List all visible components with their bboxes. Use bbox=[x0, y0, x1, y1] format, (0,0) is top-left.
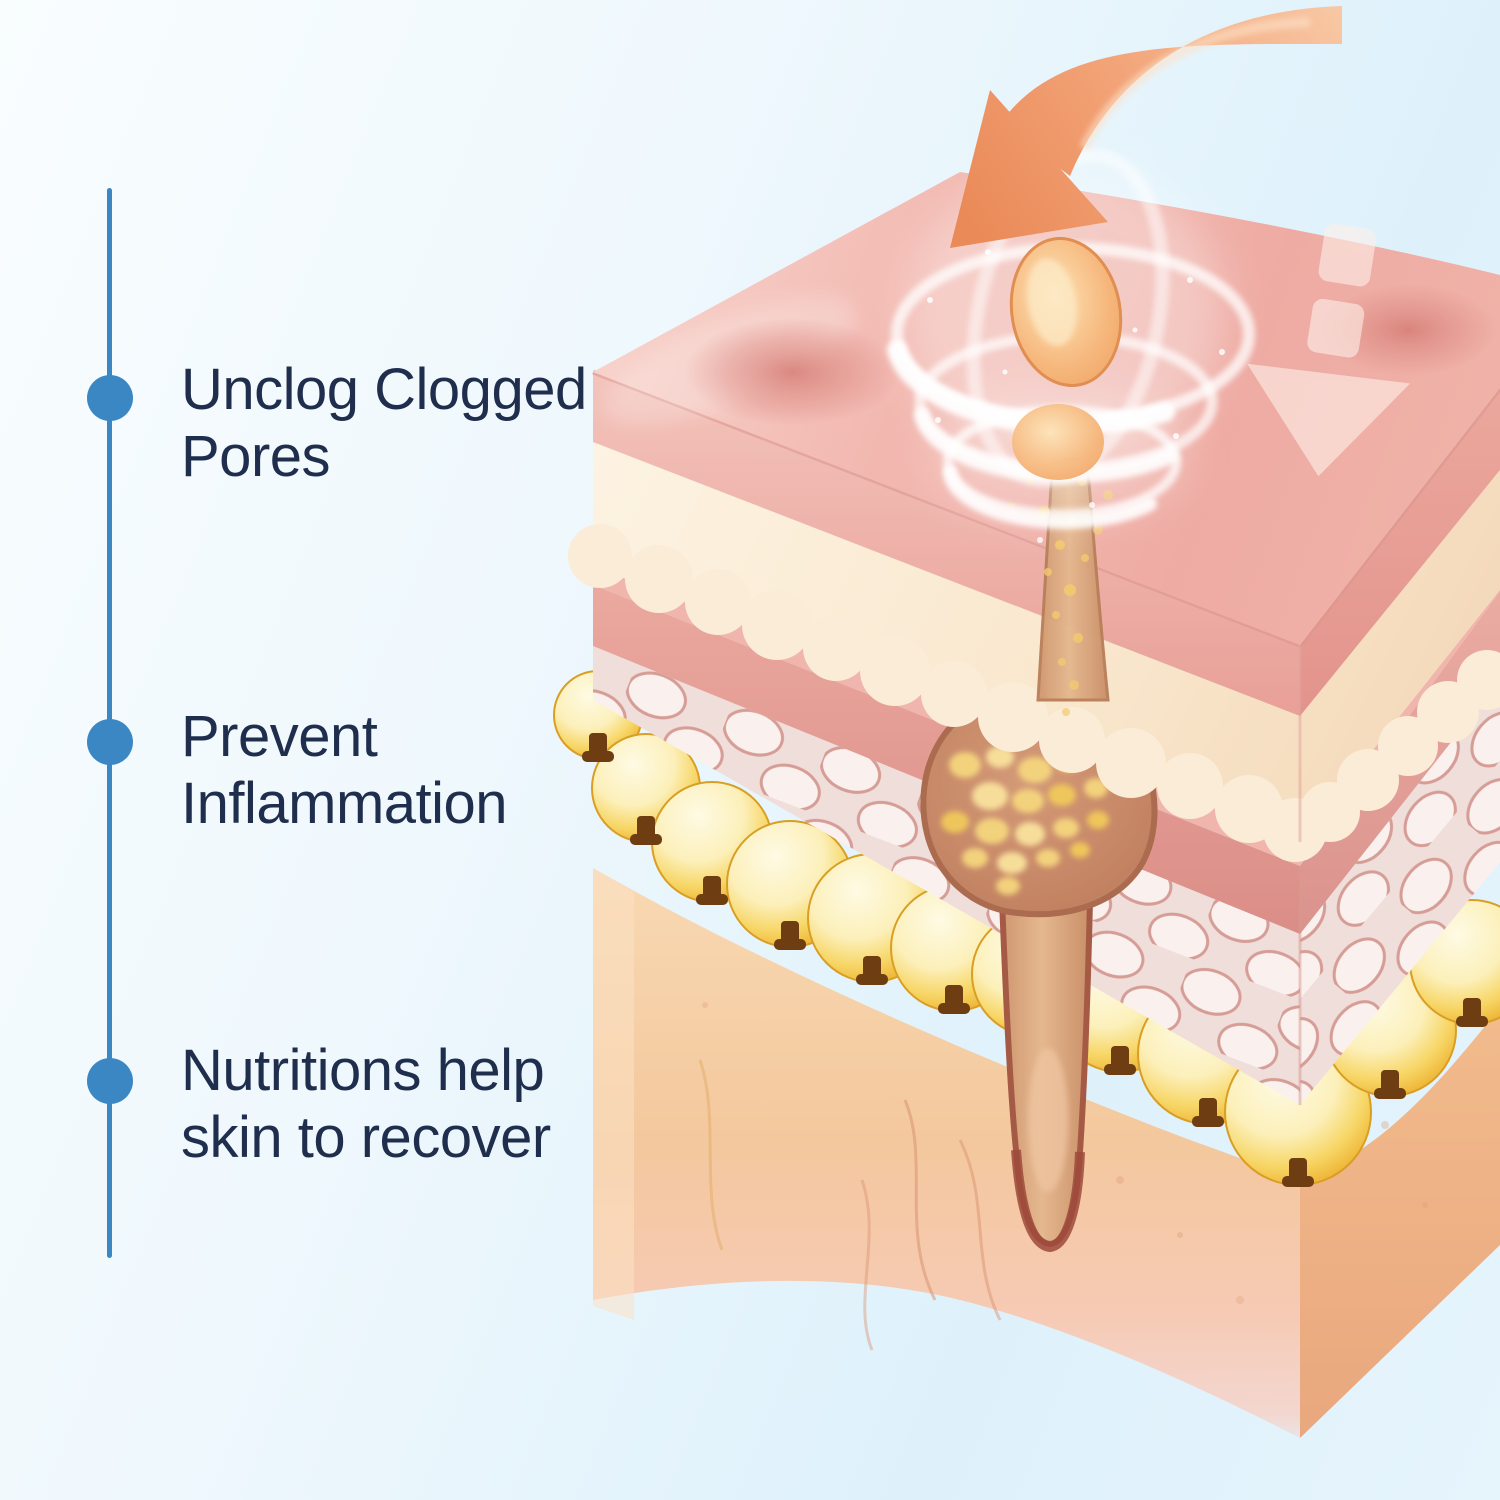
benefit-line: skin to recover bbox=[181, 1105, 551, 1170]
benefit-line: Nutritions help bbox=[181, 1038, 545, 1103]
inflammation-bumps bbox=[684, 284, 1496, 426]
benefit-line: Inflammation bbox=[181, 771, 508, 836]
cream-bumps bbox=[568, 524, 1500, 862]
benefit-dot-3 bbox=[87, 1058, 133, 1104]
benefit-dot-1 bbox=[87, 375, 133, 421]
benefit-line: Pores bbox=[181, 424, 331, 489]
penetration-arrow-icon bbox=[1247, 223, 1411, 477]
benefit-dot-2 bbox=[87, 719, 133, 765]
benefit-label-unclog-pores: Unclog Clogged Pores bbox=[181, 356, 587, 490]
curved-down-arrow-icon bbox=[950, 6, 1342, 248]
benefit-line: Unclog Clogged bbox=[181, 357, 587, 422]
epidermis-layer bbox=[568, 172, 1500, 862]
benefit-line: Prevent bbox=[181, 704, 378, 769]
hair-follicle bbox=[998, 897, 1094, 1253]
benefit-label-prevent-inflammation: Prevent Inflammation bbox=[181, 703, 508, 837]
sebum-plug bbox=[1009, 237, 1123, 480]
benefit-label-nutritions-recover: Nutritions help skin to recover bbox=[181, 1037, 551, 1171]
subcutaneous-tissue bbox=[593, 868, 1500, 1438]
